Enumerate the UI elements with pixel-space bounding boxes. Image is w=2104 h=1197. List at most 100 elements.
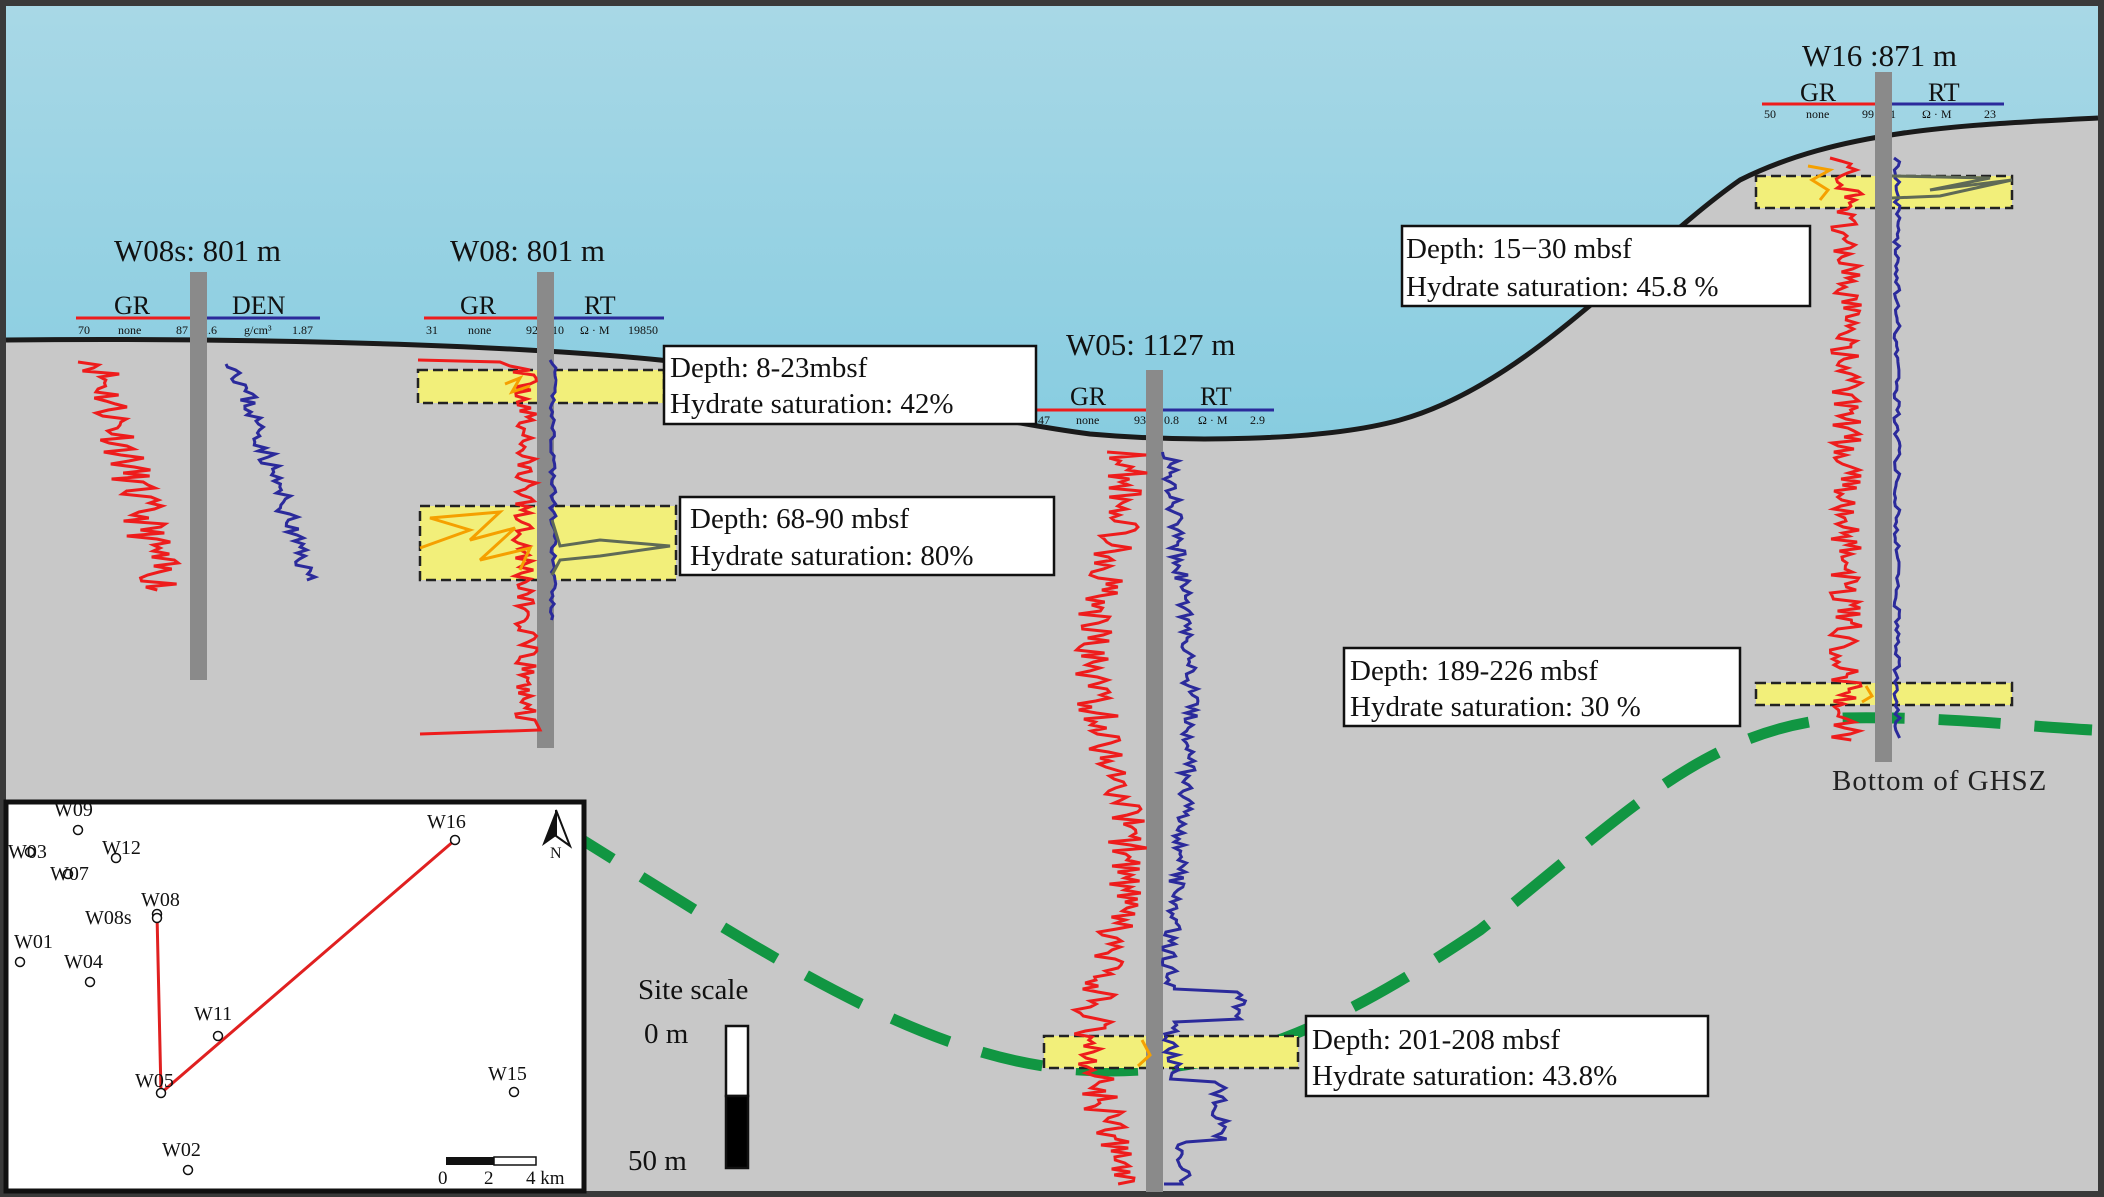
w16-rt-curve: [1891, 156, 1903, 739]
ghsz-boundary-line: [557, 712, 2093, 1077]
w05-rt-max: 2.9: [1250, 413, 1265, 427]
w05-gr-label: GR: [1070, 382, 1107, 411]
map-site-label-w16: W16: [427, 811, 466, 833]
w05-borehole: [1146, 370, 1163, 1192]
site-scale-top-label: 0 m: [644, 1018, 689, 1050]
w08-upper-hydrate-trace: [504, 375, 531, 395]
callout-w16-lower: Depth: 189-226 mbsf Hydrate saturation: …: [1342, 646, 1742, 728]
map-site-marker-w16: [449, 834, 461, 846]
callout-w16-upper-depth: Depth: 15−30 mbsf: [1406, 233, 1632, 265]
callout-w08-upper: Depth: 8-23mbsf Hydrate saturation: 42%: [662, 344, 1038, 426]
well-w05: W05: 1127 m GR RT 47 none 93 0.8 Ω · M 2…: [1036, 327, 1300, 1192]
w08s-borehole: [190, 272, 207, 680]
map-scale-label-2: 2: [484, 1168, 494, 1189]
ghsz-label: Bottom of GHSZ: [1832, 765, 2047, 797]
callout-w16-lower-box: [1342, 646, 1742, 728]
north-label: N: [550, 845, 562, 862]
w16-lower-hydrate-trace: [1861, 685, 1875, 704]
w08s-gr-min: 70: [78, 323, 90, 337]
w08s-gr-unit: none: [118, 323, 141, 337]
map-site-marker-w09: [72, 824, 84, 836]
site-scale-black-segment: [724, 1094, 750, 1170]
callout-w16-lower-saturation: Hydrate saturation: 30 %: [1350, 691, 1641, 723]
map-site-label-w04: W04: [64, 951, 103, 973]
well-w08: W08: 801 m GR RT 31 none 92 10 Ω · M 198…: [416, 233, 678, 748]
w08s-den-label: DEN: [232, 291, 286, 320]
map-site-marker-w15: [508, 1086, 520, 1098]
w16-upper-hydrate-trace: [1807, 164, 1835, 201]
w08s-gr-max: 87: [176, 323, 188, 337]
w08s-den-max: 1.87: [292, 323, 313, 337]
map-site-label-w01: W01: [14, 931, 53, 953]
w08-rt-min: 10: [552, 323, 564, 337]
north-arrow-icon: [542, 809, 573, 849]
map-site-label-w07: W07: [50, 863, 89, 885]
map-site-label-w08s: W08s: [85, 907, 132, 929]
well-w08s: W08s: 801 m GR DEN 70 none 87 1.6 g/cm³ …: [76, 233, 320, 680]
map-site-marker-w12: [110, 852, 122, 864]
w05-rt-label: RT: [1200, 382, 1232, 411]
w16-rt-unit: Ω · M: [1922, 107, 1952, 121]
w16-upper-rt-spike: [1891, 174, 2013, 200]
map-scale-label-0: 0: [438, 1168, 448, 1189]
w05-rt-curve: [1160, 451, 1248, 1186]
w08-lower-rt-spike: [550, 519, 671, 576]
w08s-den-unit: g/cm³: [244, 323, 272, 337]
callout-w08-upper-depth: Depth: 8-23mbsf: [670, 352, 868, 384]
w08-gr-unit: none: [468, 323, 491, 337]
w05-gr-unit: none: [1076, 413, 1099, 427]
w16-gr-label: GR: [1800, 78, 1837, 107]
map-site-label-w15: W15: [488, 1063, 527, 1085]
map-site-marker-w03: [24, 846, 36, 858]
w08-gr-max: 92: [526, 323, 538, 337]
w05-gr-curve: [1069, 450, 1148, 1186]
callout-w08-lower-depth: Depth: 68-90 mbsf: [690, 503, 909, 535]
w08-borehole: [537, 272, 554, 748]
callout-w16-lower-depth: Depth: 189-226 mbsf: [1350, 655, 1598, 687]
w16-borehole: [1875, 72, 1892, 762]
w08s-gr-label: GR: [114, 291, 151, 320]
callout-w05-depth: Depth: 201-208 mbsf: [1312, 1024, 1560, 1056]
map-site-label-w05: W05: [135, 1070, 174, 1092]
w16-rt-label: RT: [1928, 78, 1960, 107]
callout-w16-upper-box: [1400, 224, 1812, 308]
w16-gr-min: 50: [1764, 107, 1776, 121]
well-w16-title: W16 :871 m: [1802, 38, 1957, 73]
w05-rt-unit: Ω · M: [1198, 413, 1228, 427]
w05-gr-min: 47: [1038, 413, 1050, 427]
site-scale-title: Site scale: [638, 974, 748, 1006]
site-scale-bottom-label: 50 m: [628, 1145, 687, 1177]
map-site-marker-w04: [84, 976, 96, 988]
callout-w08-upper-box: [662, 344, 1038, 426]
w08-rt-curve: [547, 359, 558, 621]
w16-rt-min: 1: [1890, 107, 1896, 121]
location-map-frame: [3, 799, 587, 1194]
w16-gr-curve: [1826, 156, 1866, 742]
w05-gr-max: 93: [1134, 413, 1146, 427]
site-scale-white-segment: [724, 1024, 750, 1098]
map-scale-label-4km: 4 km: [526, 1168, 565, 1189]
callout-w05: Depth: 201-208 mbsf Hydrate saturation: …: [1304, 1014, 1710, 1098]
w08s-gr-curve: [77, 360, 183, 592]
w05-hydrate-trace: [1136, 1039, 1152, 1068]
map-site-marker-w11: [212, 1030, 224, 1042]
map-scale-white-segment: [493, 1156, 537, 1166]
well-w05-title: W05: 1127 m: [1066, 327, 1235, 362]
w16-rt-max: 23: [1984, 107, 1996, 121]
callout-w16-upper-saturation: Hydrate saturation: 45.8 %: [1406, 271, 1718, 303]
w08-lower-hydrate-trace: [419, 510, 533, 571]
w08-gr-min: 31: [426, 323, 438, 337]
w05-rt-min: 0.8: [1164, 413, 1179, 427]
callout-w05-box: [1304, 1014, 1710, 1098]
callout-w08-lower-box: [678, 495, 1056, 577]
w08-gr-curve: [417, 358, 543, 736]
well-w08s-title: W08s: 801 m: [114, 233, 281, 268]
w08-gr-label: GR: [460, 291, 497, 320]
map-site-marker-w05: [155, 1087, 167, 1099]
callout-w16-upper: Depth: 15−30 mbsf Hydrate saturation: 45…: [1400, 224, 1812, 308]
map-site-marker-w08s: [151, 912, 163, 924]
map-scale-bar: 0 2 4 km: [438, 1156, 565, 1189]
callout-w08-upper-saturation: Hydrate saturation: 42%: [670, 388, 953, 420]
